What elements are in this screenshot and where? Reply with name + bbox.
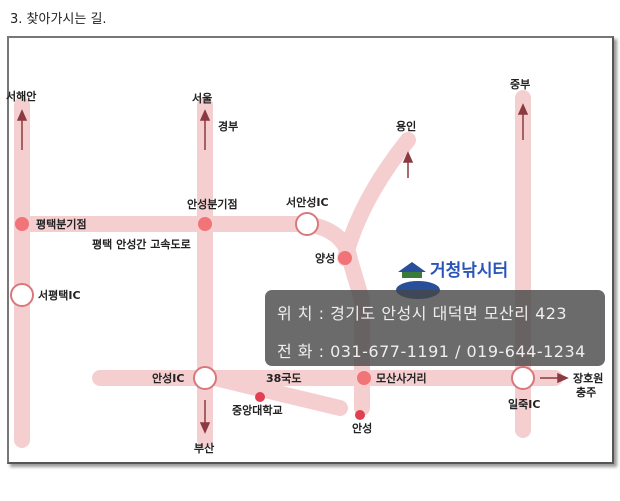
label-iljuk-ic: 일죽IC (508, 397, 540, 411)
arrow-down-icon (199, 422, 211, 434)
label-route38: 38국도 (266, 372, 302, 385)
label-mosan-intersection: 모산사거리 (376, 371, 427, 385)
phone-text: 전 화 : 031-677-1191 / 019-644-1234 (277, 342, 586, 361)
label-anseong-junction: 안성분기점 (187, 197, 238, 211)
road-route38-diagonal (207, 370, 348, 416)
page-heading: 3. 찾아가시는 길. (10, 12, 107, 27)
junction-dots (15, 217, 371, 420)
label-chungju: 충주 (576, 385, 596, 399)
label-chungang-univ: 중앙대학교 (232, 403, 283, 417)
label-jungbu: 중부 (510, 78, 530, 91)
logo-text: 거청낚시터 (430, 260, 508, 281)
label-seoul: 서울 (192, 91, 212, 105)
road-yongin (337, 132, 416, 266)
arrow-up-icon (16, 109, 28, 121)
label-janghowon: 장호원 (573, 371, 603, 385)
label-seohaean: 서해안 (6, 89, 36, 103)
interchange-rings (10, 212, 535, 390)
label-pyeongtaek-junction: 평택분기점 (36, 217, 87, 231)
label-busan: 부산 (194, 441, 214, 455)
label-seoanseong-ic: 서안성IC (286, 195, 329, 209)
arrow-up-icon (402, 151, 414, 163)
label-highway: 평택 안성간 고속도로 (92, 237, 191, 251)
label-yongin: 용인 (396, 119, 416, 133)
arrows (16, 103, 569, 434)
arrow-up-icon (199, 109, 211, 121)
arrow-right-icon (557, 372, 569, 384)
map-frame (7, 36, 614, 464)
pavilion-icon (398, 262, 426, 272)
label-gyeongbu: 경부 (218, 119, 238, 133)
label-yangseong: 양성 (315, 251, 335, 265)
label-anseong: 안성 (352, 421, 372, 435)
arrow-up-icon (517, 103, 529, 115)
label-seopyeongtaek-ic: 서평택IC (38, 288, 81, 302)
location-text: 위 치 : 경기도 안성시 대덕면 모산리 423 (277, 304, 568, 323)
label-anseong-ic: 안성IC (152, 371, 184, 385)
info-box: 위 치 : 경기도 안성시 대덕면 모산리 423 전 화 : 031-677-… (265, 290, 605, 366)
